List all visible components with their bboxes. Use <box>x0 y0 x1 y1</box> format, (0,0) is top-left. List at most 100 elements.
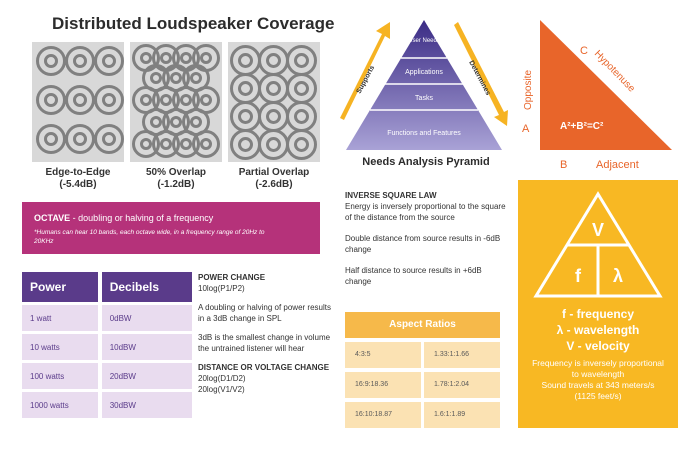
ratio-cell: 16:10:18.87 <box>355 411 392 418</box>
decibels-column-header: Decibels <box>97 272 192 304</box>
speaker-ring <box>258 45 289 76</box>
power-cell: 1 watt <box>22 302 100 333</box>
speaker-ring <box>258 101 289 132</box>
speaker-ring <box>192 130 220 158</box>
speaker-ring <box>94 85 124 115</box>
wave-equation-box: V f λ f - frequency λ - wavelength V - v… <box>518 180 678 428</box>
caption-value: (-2.6dB) <box>255 179 293 190</box>
speaker-ring <box>230 45 261 76</box>
pyramid-level-functions: Functions and Features <box>387 130 461 137</box>
power-decibels-table: Power Decibels 1 watt 0dBW 10 watts 10dB… <box>22 272 192 418</box>
speaker-ring <box>286 73 317 104</box>
pyramid-level-user-needs: User Needs <box>408 38 440 44</box>
power-change-heading: POWER CHANGE <box>198 273 266 282</box>
octave-note: *Humans can hear 10 bands, each octave w… <box>34 229 265 245</box>
velocity-legend: V - velocity <box>566 339 630 353</box>
ratio-cell: 16:9:18.36 <box>355 381 389 388</box>
edge-to-edge-panel <box>32 42 124 162</box>
speaker-ring <box>230 101 261 132</box>
wavelength-legend: λ - wavelength <box>556 323 640 337</box>
table-row: 1 watt 0dBW <box>22 302 192 333</box>
decibels-cell: 20dBW <box>97 360 192 391</box>
speaker-ring <box>36 85 66 115</box>
wave-note-2: Sound travels at 343 meters/s (1125 feet… <box>541 380 655 401</box>
edge-to-edge-caption: Edge-to-Edge (-5.4dB) <box>23 167 133 191</box>
table-row: 16:9:18.36 1.78:1:2.04 <box>345 368 500 398</box>
caption-value: (-5.4dB) <box>59 179 97 190</box>
ratio-cell: 4:3:5 <box>355 351 371 358</box>
decibels-cell: 0dBW <box>97 302 192 333</box>
normalized-ratio-cell: 1.33:1:1.66 <box>421 342 500 368</box>
decibels-cell: 10dBW <box>97 331 192 362</box>
label-adjacent: Adjacent <box>596 159 639 171</box>
speaker-ring <box>65 124 95 154</box>
inverse-p3: Half distance to source results in +6dB … <box>345 266 482 286</box>
power-change-formula: 10log(P1/P2) <box>198 284 245 293</box>
supports-arrow <box>340 22 390 120</box>
label-opposite: Opposite <box>523 70 534 110</box>
table-header-row: Power Decibels <box>22 272 192 304</box>
wave-note-1: Frequency is inversely proportional to w… <box>532 358 664 379</box>
speaker-ring <box>230 73 261 104</box>
pyramid-level-tasks: Tasks <box>415 95 433 102</box>
wavelength-symbol: λ <box>613 266 623 286</box>
caption-name: Edge-to-Edge <box>45 167 111 178</box>
coverage-title: Distributed Loudspeaker Coverage <box>52 14 335 33</box>
speaker-ring <box>65 46 95 76</box>
label-c: C <box>580 45 588 57</box>
normalized-ratio-cell: 1.6:1:1.89 <box>421 402 500 428</box>
velocity-symbol: V <box>592 220 604 240</box>
distance-change-heading: DISTANCE OR VOLTAGE CHANGE <box>198 363 330 372</box>
speaker-ring <box>36 46 66 76</box>
speaker-ring <box>94 46 124 76</box>
triangle-shape <box>540 20 672 150</box>
power-column-header: Power <box>22 272 100 304</box>
table-row: 100 watts 20dBW <box>22 360 192 391</box>
speaker-ring <box>230 129 261 160</box>
distance-formula: 20log(D1/D2) <box>198 374 246 383</box>
wave-notes: Frequency is inversely proportional to w… <box>530 358 666 402</box>
fifty-percent-overlap-panel <box>130 42 222 162</box>
inverse-p2: Double distance from source results in -… <box>345 234 501 254</box>
power-change-p1: A doubling or halving of power results i… <box>198 303 331 323</box>
power-cell: 1000 watts <box>22 389 100 418</box>
pyramid-title: Needs Analysis Pyramid <box>362 156 490 168</box>
octave-definition: OCTAVE - doubling or halving of a freque… <box>34 213 213 223</box>
voltage-formula: 20log(V1/V2) <box>198 385 245 394</box>
octave-box: OCTAVE - doubling or halving of a freque… <box>22 202 320 254</box>
speaker-ring <box>36 124 66 154</box>
table-row: 10 watts 10dBW <box>22 331 192 362</box>
pyramid-body <box>346 20 502 150</box>
wave-triangle: V f λ <box>533 191 663 298</box>
inverse-heading: INVERSE SQUARE LAW <box>345 191 437 200</box>
pythagorean-triangle: A²+B²=C² A C B Adjacent Opposite Hypoten… <box>522 20 672 171</box>
needs-pyramid: User Needs Applications Tasks Functions … <box>340 20 508 150</box>
speaker-ring <box>65 85 95 115</box>
table-row: 4:3:5 1.33:1:1.66 <box>345 338 500 368</box>
normalized-ratio-cell: 1.78:1:2.04 <box>421 372 500 398</box>
octave-definition-text: - doubling or halving of a frequency <box>70 213 214 223</box>
caption-value: (-1.2dB) <box>157 179 195 190</box>
inverse-square-section: INVERSE SQUARE LAW Energy is inversely p… <box>345 190 510 287</box>
power-cell: 100 watts <box>22 360 100 391</box>
decibels-cell: 30dBW <box>97 389 192 418</box>
speaker-ring <box>286 45 317 76</box>
octave-heading: OCTAVE <box>34 213 71 223</box>
speaker-ring <box>286 129 317 160</box>
determines-arrow <box>454 22 508 126</box>
label-a: A <box>522 123 530 135</box>
speaker-ring <box>94 124 124 154</box>
pyramid-level-applications: Applications <box>405 69 443 76</box>
caption-name: Partial Overlap <box>238 167 310 178</box>
power-change-section: POWER CHANGE 10log(P1/P2) A doubling or … <box>198 272 336 395</box>
table-row: 1000 watts 30dBW <box>22 389 192 418</box>
label-b: B <box>560 159 567 171</box>
wave-legend: f - frequency λ - wavelength V - velocit… <box>518 306 678 354</box>
frequency-symbol: f <box>575 266 582 286</box>
aspect-ratios-table: Aspect Ratios 4:3:5 1.33:1:1.66 16:9:18.… <box>345 312 500 428</box>
aspect-ratios-title: Aspect Ratios <box>345 312 500 338</box>
speaker-ring <box>258 129 289 160</box>
table-row: 16:10:18.87 1.6:1:1.89 <box>345 398 500 428</box>
frequency-legend: f - frequency <box>561 307 634 321</box>
speaker-ring <box>286 101 317 132</box>
